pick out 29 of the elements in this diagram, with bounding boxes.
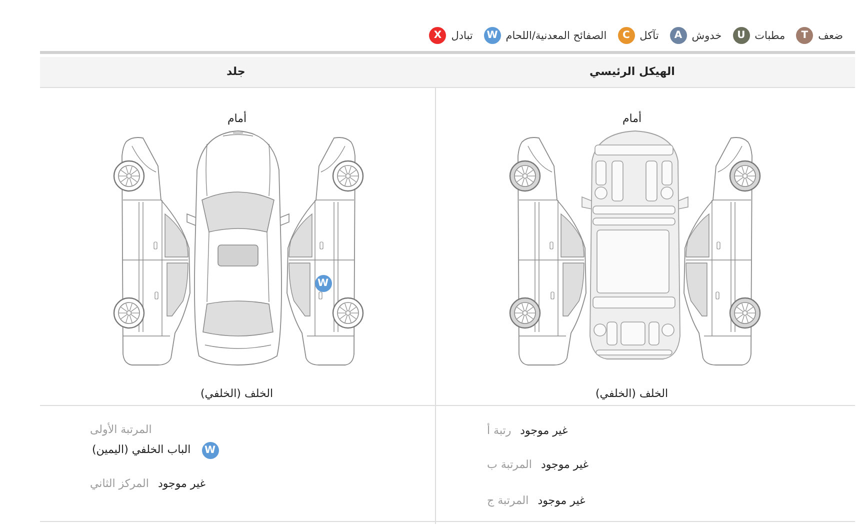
- field-label: المركز الثاني: [90, 477, 149, 491]
- legend-marker: T: [796, 27, 814, 44]
- legend-label: تآكل: [640, 28, 659, 42]
- legend-label: الصفائح المعدنية/اللحام: [506, 28, 607, 42]
- field-label: المرتبة ج: [487, 494, 529, 508]
- column-header: جلد: [226, 65, 246, 79]
- legend-marker: C: [618, 27, 635, 44]
- direction-label: الخلف (الخلفي): [596, 387, 668, 401]
- field-label: المرتبة الأولى: [90, 423, 152, 437]
- direction-label: أمام: [228, 112, 247, 126]
- field-value: غير موجود: [158, 477, 206, 491]
- damage-badge: W: [202, 442, 218, 458]
- legend-marker: X: [429, 27, 446, 44]
- direction-label: أمام: [622, 112, 642, 126]
- field-label: رتبة أ: [487, 424, 512, 438]
- field-value: غير موجود: [540, 458, 589, 472]
- field-value: غير موجود: [520, 424, 568, 438]
- legend-label: تبادل: [451, 28, 473, 42]
- legend-label: خدوش: [692, 28, 722, 42]
- legend-marker: A: [670, 27, 687, 44]
- legend-marker: W: [484, 27, 501, 44]
- field-label: المرتبة ب: [487, 458, 532, 472]
- legend-label: مطبات: [754, 28, 786, 42]
- direction-label: الخلف (الخلفي): [200, 387, 273, 401]
- field-value: غير موجود: [538, 494, 586, 508]
- column-header: الهيكل الرئيسي: [590, 65, 675, 79]
- damage-location: الباب الخلفي (اليمين): [92, 443, 191, 457]
- legend-marker: U: [732, 27, 750, 44]
- legend-label: ضعف: [818, 28, 843, 42]
